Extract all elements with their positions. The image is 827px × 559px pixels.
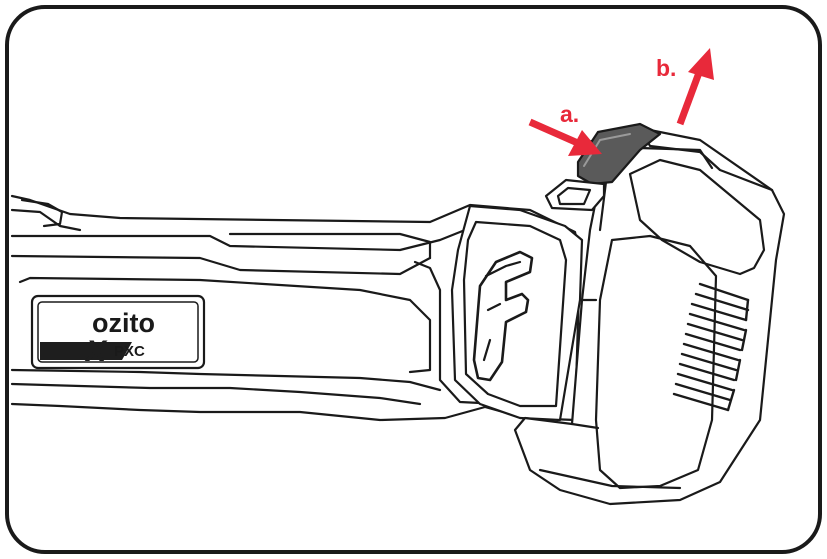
callout-b-arrowhead: [688, 48, 714, 80]
brand-series-mark: X: [84, 335, 108, 368]
handle-inner-contour: [18, 276, 432, 374]
handle-upper-line: [10, 226, 472, 252]
handle-inner-contour-2: [413, 260, 502, 406]
callout-b-arrow-shaft: [676, 68, 704, 126]
brand-series-bar: [40, 342, 132, 360]
grip-insert: [472, 250, 534, 382]
charge-indicator-window: [556, 186, 592, 206]
callout-a-arrow-shaft: [528, 118, 582, 148]
callout-a: a.: [528, 101, 602, 156]
brand-name: ozito: [92, 308, 155, 338]
handle-upper-line-2: [10, 254, 432, 276]
callout-a-arrowhead: [568, 130, 602, 156]
grip-insert-inner: [482, 260, 522, 362]
battery-pack-panel: [594, 234, 718, 490]
tool-front-ridge: [10, 208, 82, 232]
callout-a-label: a.: [560, 101, 579, 127]
battery-vents: [672, 282, 750, 412]
callout-b: b.: [656, 48, 714, 126]
battery-release-button-highlight: [583, 133, 631, 167]
brand-badge: ozito X PXC: [30, 294, 206, 370]
handle-lower-line-2: [10, 368, 442, 392]
battery-pack-side-ridge: [628, 158, 766, 276]
battery-release-button: [576, 122, 662, 186]
handle-mid-line: [228, 232, 432, 260]
brand-series-text: PXC: [114, 343, 145, 360]
tool-front-clip: [20, 198, 64, 228]
handle-lower-line: [10, 382, 422, 406]
battery-pack-front-edge: [538, 298, 682, 490]
rear-grip-inner: [462, 220, 568, 408]
brand-badge-inner: [37, 301, 199, 363]
callout-b-label: b.: [656, 55, 676, 81]
